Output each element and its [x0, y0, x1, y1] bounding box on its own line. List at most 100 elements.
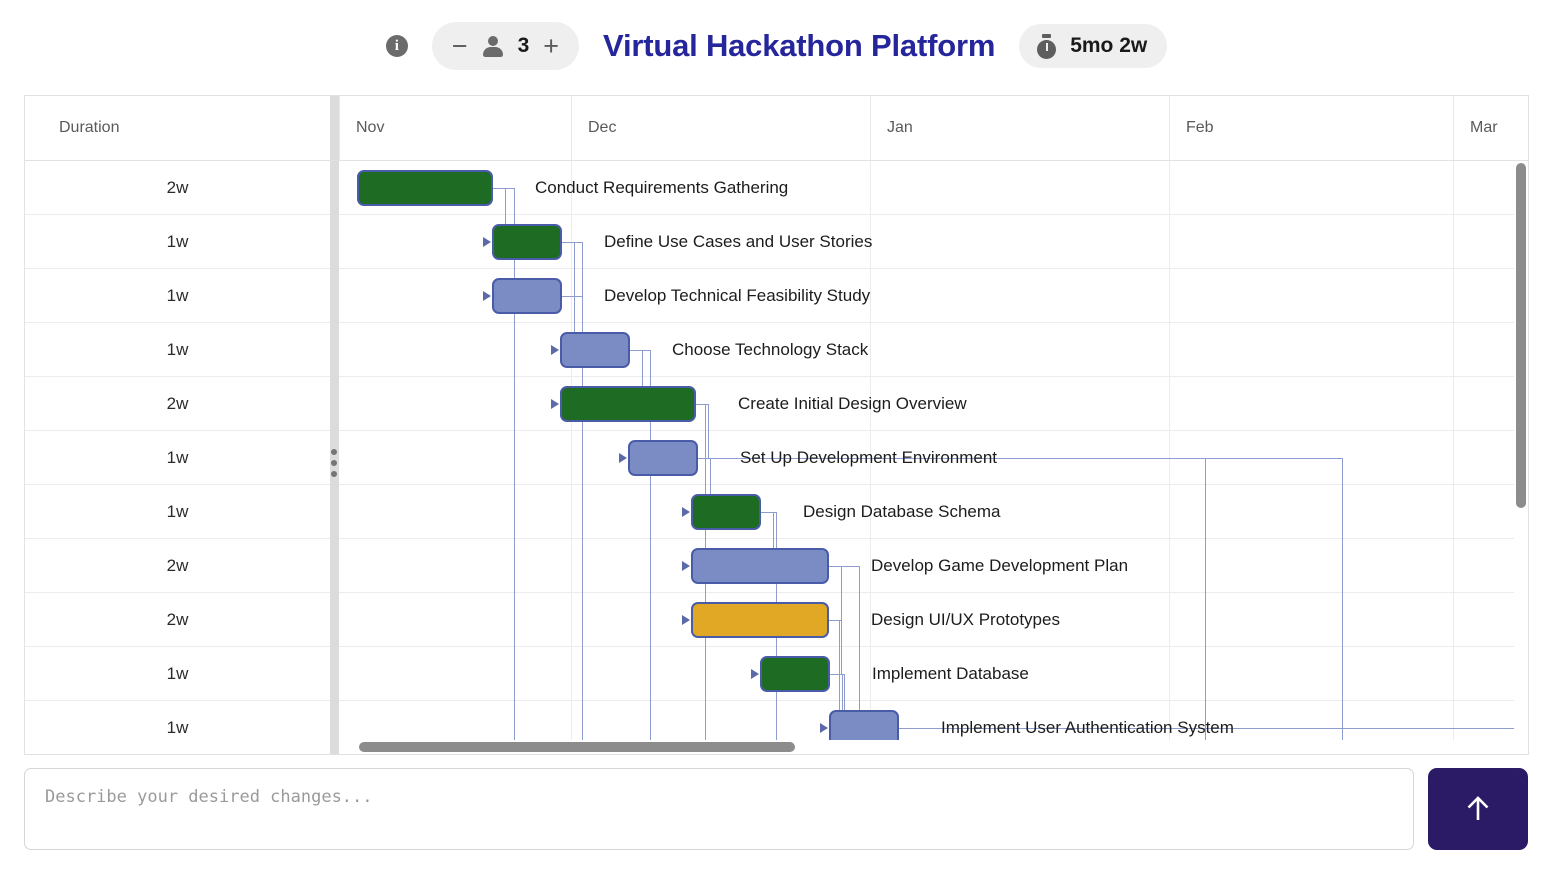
dependency-line — [505, 188, 506, 242]
task-duration: 1w — [166, 664, 189, 683]
task-duration: 2w — [166, 610, 189, 629]
gantt-bar-label: Create Initial Design Overview — [738, 394, 967, 413]
dependency-line — [710, 458, 711, 512]
stopwatch-icon — [1035, 33, 1059, 59]
dependency-line — [562, 296, 582, 297]
column-header-duration: Duration — [59, 119, 120, 136]
month-header-dec: Dec — [571, 96, 870, 160]
table-row[interactable]: 1w — [25, 215, 1528, 269]
gantt-bar-label: Develop Game Development Plan — [871, 556, 1129, 575]
month-gridline — [1169, 161, 1170, 754]
gantt-bar[interactable] — [357, 170, 493, 206]
column-splitter-handle[interactable] — [327, 442, 341, 484]
column-splitter[interactable] — [330, 161, 339, 754]
month-label: Mar — [1470, 119, 1498, 136]
dependency-arrow — [551, 399, 559, 409]
dependency-line — [708, 404, 709, 458]
dependency-line — [829, 620, 839, 621]
dependency-line — [841, 566, 842, 620]
task-duration: 2w — [166, 394, 189, 413]
gantt-bar[interactable] — [760, 656, 830, 692]
project-duration-value: 5mo 2w — [1070, 34, 1148, 57]
decrement-people-button[interactable]: − — [451, 30, 468, 61]
dependency-line — [839, 620, 840, 754]
task-duration: 1w — [166, 286, 189, 305]
dependency-arrow — [483, 237, 491, 247]
task-duration: 1w — [166, 448, 189, 467]
table-row[interactable]: 1w — [25, 323, 1528, 377]
task-duration: 1w — [166, 502, 189, 521]
dependency-line — [562, 242, 582, 243]
gantt-bar[interactable] — [492, 278, 562, 314]
dependency-line — [830, 674, 844, 675]
dependency-arrow — [682, 507, 690, 517]
gantt-bar-label: Choose Technology Stack — [672, 340, 869, 359]
dependency-line — [574, 242, 575, 296]
dependency-line — [698, 458, 1342, 459]
h-scrollbar[interactable] — [339, 740, 1517, 754]
gantt-bar[interactable] — [691, 602, 829, 638]
month-label: Feb — [1186, 119, 1214, 136]
gantt-bar-label: Define Use Cases and User Stories — [604, 232, 873, 251]
dependency-line — [1342, 458, 1343, 754]
gantt-bar[interactable] — [691, 548, 829, 584]
table-row[interactable]: 1w — [25, 701, 1528, 754]
app-header: i − 3 + Virtual Hackathon Platform 5mo 2… — [0, 0, 1553, 92]
month-label: Dec — [588, 119, 617, 136]
table-row[interactable]: 1w — [25, 431, 1528, 485]
prompt-input[interactable] — [43, 785, 1395, 833]
prompt-bar — [24, 768, 1529, 852]
dependency-line — [574, 296, 575, 350]
dependency-arrow — [551, 345, 559, 355]
dependency-line — [859, 566, 860, 754]
dependency-arrow — [820, 723, 828, 733]
people-stepper: − 3 + — [431, 22, 580, 70]
dependency-line — [630, 350, 650, 351]
gantt-bar[interactable] — [691, 494, 761, 530]
gantt-bar[interactable] — [492, 224, 562, 260]
month-gridline — [571, 161, 572, 754]
h-scrollbar-thumb[interactable] — [359, 742, 795, 752]
task-duration: 2w — [166, 556, 189, 575]
table-row[interactable]: 2w — [25, 161, 1528, 215]
v-scrollbar-thumb[interactable] — [1516, 163, 1526, 508]
month-gridline — [870, 161, 871, 754]
people-count: 3 — [517, 34, 530, 57]
dependency-line — [696, 404, 705, 405]
gantt-bar[interactable] — [628, 440, 698, 476]
dependency-line — [650, 350, 651, 754]
dependency-line — [842, 674, 843, 728]
table-row[interactable]: 1w — [25, 269, 1528, 323]
table-row[interactable]: 2w — [25, 377, 1528, 431]
dependency-line — [829, 566, 859, 567]
month-header-feb: Feb — [1169, 96, 1453, 160]
gantt-bar[interactable] — [560, 386, 696, 422]
dependency-line — [841, 620, 842, 674]
gantt-bar-label: Design UI/UX Prototypes — [871, 610, 1060, 629]
gantt-bar-label: Design Database Schema — [803, 502, 1001, 521]
gantt-bar-label: Develop Technical Feasibility Study — [604, 286, 871, 305]
send-button[interactable] — [1428, 768, 1528, 850]
gantt-bar-label: Conduct Requirements Gathering — [535, 178, 789, 197]
dependency-line — [761, 512, 776, 513]
dependency-arrow — [682, 615, 690, 625]
prompt-box — [24, 768, 1414, 850]
increment-people-button[interactable]: + — [543, 30, 560, 61]
dependency-line — [642, 350, 643, 404]
gantt-bar-label: Implement User Authentication System — [941, 718, 1234, 737]
task-duration: 1w — [166, 718, 189, 737]
dependency-arrow — [682, 561, 690, 571]
dependency-arrow — [619, 453, 627, 463]
dependency-line — [582, 296, 583, 754]
dependency-line — [1205, 458, 1206, 754]
gantt-bar[interactable] — [560, 332, 630, 368]
month-header-mar: Mar — [1453, 96, 1528, 160]
month-gridline — [1453, 161, 1454, 754]
v-scrollbar[interactable] — [1514, 161, 1528, 742]
info-icon[interactable]: i — [385, 35, 408, 57]
